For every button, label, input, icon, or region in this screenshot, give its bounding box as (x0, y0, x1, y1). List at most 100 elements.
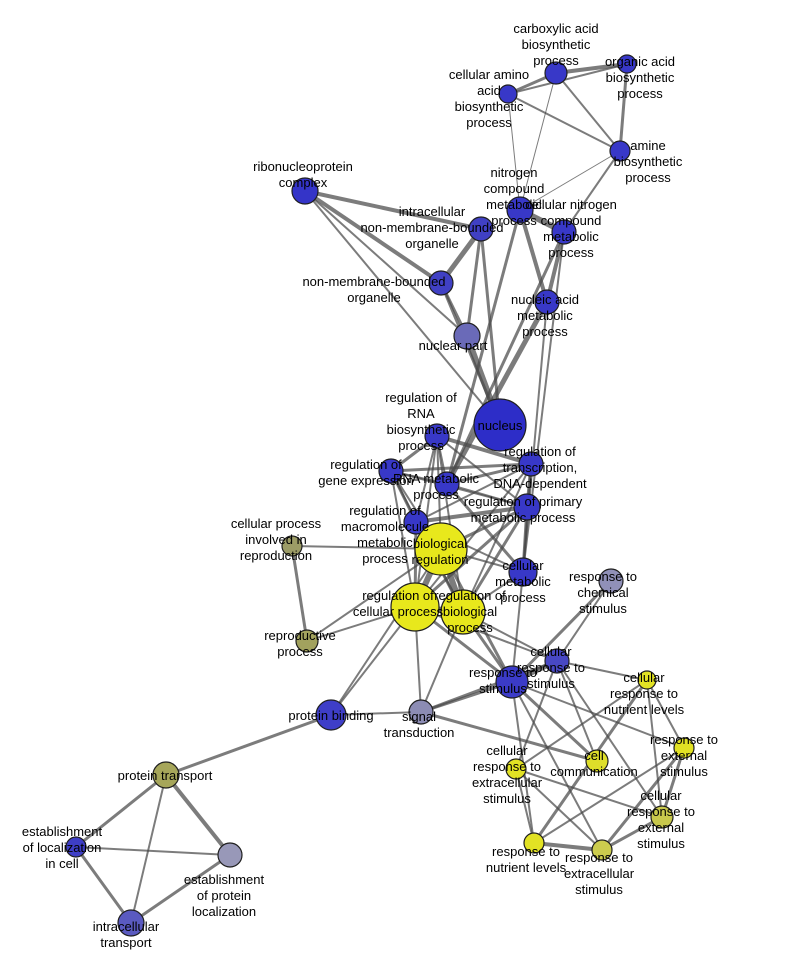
graph-edge[interactable] (129, 853, 232, 925)
node-amine-biosynthetic-process[interactable] (609, 140, 631, 162)
graph-edge[interactable] (74, 845, 133, 925)
node-regulation-of-macromolecule-metabolic-process[interactable] (403, 509, 429, 535)
node-regulation-of-gene-expression[interactable] (378, 458, 404, 484)
node-response-to-chemical-stimulus[interactable] (598, 568, 624, 594)
graph-edge[interactable] (515, 768, 663, 818)
graph-edge[interactable] (518, 208, 549, 304)
graph-edge[interactable] (303, 189, 443, 285)
graph-edge[interactable] (164, 713, 333, 777)
graph-edge[interactable] (618, 62, 629, 153)
node-carboxylic-acid-biosynthetic-process[interactable] (544, 61, 568, 85)
node-cellular-process-involved-in-reproduction[interactable] (281, 535, 303, 557)
node-regulation-of-biological-process[interactable] (440, 589, 486, 635)
graph-edge[interactable] (510, 579, 613, 684)
node-establishment-of-localization-in-cell[interactable] (65, 836, 87, 858)
graph-edge[interactable] (435, 434, 533, 466)
node-establishment-of-protein-localization[interactable] (217, 842, 243, 868)
graph-edge[interactable] (164, 773, 232, 857)
graph-edge[interactable] (290, 544, 309, 643)
graph-edge[interactable] (445, 462, 533, 486)
graph-edge[interactable] (330, 548, 442, 716)
graph-edge[interactable] (304, 190, 468, 337)
node-reproductive-process[interactable] (295, 629, 319, 653)
graph-edge[interactable] (515, 660, 558, 770)
node-intracellular-transport[interactable] (117, 909, 145, 937)
graph-edge[interactable] (414, 463, 532, 608)
node-nuclear-part[interactable] (453, 322, 481, 350)
graph-edge[interactable] (419, 710, 599, 763)
node-cellular-response-to-extracellular-stimulus[interactable] (505, 758, 527, 780)
node-cellular-response-to-external-stimulus[interactable] (650, 805, 674, 829)
graph-edge[interactable] (556, 660, 648, 681)
graph-edge[interactable] (532, 841, 604, 852)
node-signal-transduction[interactable] (408, 699, 434, 725)
graph-edge[interactable] (303, 189, 483, 231)
node-cellular-amino-acid-biosynthetic-process[interactable] (498, 84, 518, 104)
node-response-to-extracellular-stimulus[interactable] (591, 839, 613, 861)
node-protein-binding[interactable] (315, 699, 347, 731)
node-cell-communication[interactable] (585, 749, 609, 773)
node-nucleic-acid-metabolic-process[interactable] (534, 289, 560, 315)
node-regulation-of-cellular-process[interactable] (390, 582, 440, 632)
graph-edge[interactable] (74, 773, 168, 849)
graph-edge[interactable] (75, 846, 231, 856)
graph-edge[interactable] (306, 548, 442, 642)
graph-edge[interactable] (444, 299, 550, 487)
graph-edge[interactable] (519, 72, 557, 211)
graph-edge[interactable] (556, 580, 612, 662)
node-organic-acid-biosynthetic-process[interactable] (617, 54, 637, 74)
graph-edge[interactable] (511, 681, 603, 851)
node-regulation-of-primary-metabolic-process[interactable] (513, 493, 541, 521)
node-regulation-of-rna-biosynthetic-process[interactable] (424, 423, 450, 449)
graph-edge[interactable] (445, 208, 522, 486)
graph-edge[interactable] (511, 571, 524, 683)
node-response-to-external-stimulus[interactable] (673, 737, 695, 759)
node-cellular-response-to-nutrient-levels[interactable] (637, 670, 657, 690)
graph-edge[interactable] (515, 768, 535, 844)
graph-edge[interactable] (646, 679, 685, 749)
node-nucleus[interactable] (473, 398, 527, 452)
graph-edge[interactable] (462, 463, 532, 613)
graph-edge[interactable] (660, 746, 686, 819)
graph-edge[interactable] (556, 660, 598, 762)
graph-edge[interactable] (446, 483, 528, 508)
node-cellular-metabolic-process[interactable] (508, 557, 538, 587)
graph-edge[interactable] (563, 150, 621, 233)
graph-edge[interactable] (304, 190, 501, 426)
graph-edge[interactable] (600, 746, 686, 852)
graph-edge[interactable] (445, 230, 566, 486)
node-nitrogen-compound-metabolic-process[interactable] (506, 196, 534, 224)
graph-edge[interactable] (507, 63, 628, 95)
node-biological-regulation[interactable] (414, 522, 468, 576)
graph-edge[interactable] (389, 462, 533, 473)
node-cellular-nitrogen-compound-metabolic-process[interactable] (551, 219, 577, 245)
graph-edge[interactable] (555, 72, 621, 152)
graph-edge[interactable] (515, 768, 603, 851)
node-response-to-nutrient-levels[interactable] (523, 832, 545, 854)
node-protein-transport[interactable] (152, 761, 180, 789)
node-rna-metabolic-process[interactable] (434, 471, 460, 497)
graph-edge[interactable] (414, 606, 558, 662)
node-non-membrane-bounded-organelle[interactable] (428, 270, 454, 296)
node-ribonucleoprotein-complex[interactable] (291, 177, 319, 205)
graph-edge[interactable] (510, 680, 599, 763)
node-intracellular-non-membrane-bounded-organelle[interactable] (468, 216, 494, 242)
graph-edge[interactable] (511, 681, 685, 749)
graph-edge[interactable] (507, 93, 621, 152)
node-regulation-of-transcription-dna-dependent[interactable] (518, 451, 544, 477)
graph-edge[interactable] (507, 93, 521, 211)
graph-edge[interactable] (465, 227, 483, 338)
graph-edge[interactable] (130, 774, 167, 924)
node-cellular-response-to-stimulus[interactable] (544, 648, 570, 674)
graph-edge[interactable] (515, 679, 648, 770)
graph-edge[interactable] (414, 505, 529, 524)
graph-edge[interactable] (646, 679, 663, 818)
graph-edge[interactable] (556, 660, 663, 818)
graph-edge[interactable] (519, 150, 621, 211)
node-response-to-stimulus[interactable] (495, 665, 529, 699)
graph-edge[interactable] (436, 435, 528, 508)
graph-edge[interactable] (533, 747, 685, 844)
graph-edge[interactable] (554, 62, 629, 75)
